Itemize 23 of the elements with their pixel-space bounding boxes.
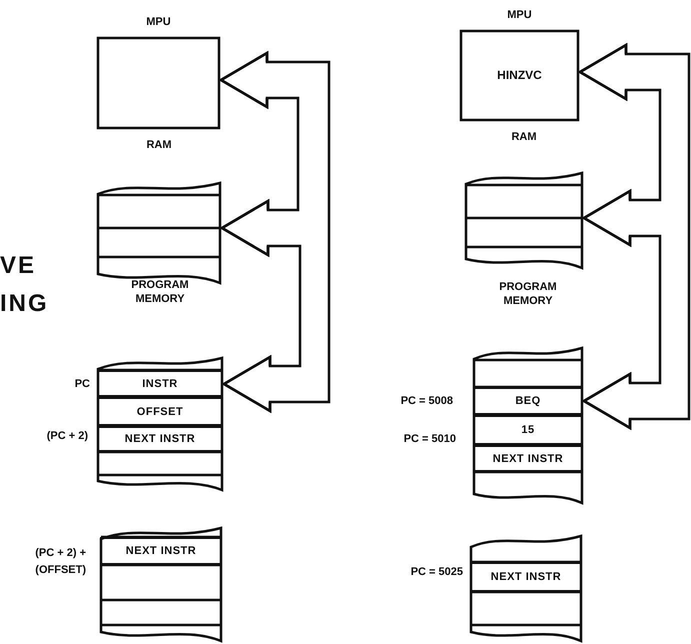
- memory-cell: NEXT INSTR: [100, 537, 222, 565]
- block-heading: PROGRAM MEMORY: [498, 280, 558, 308]
- address-label: PC = 5025: [410, 565, 463, 580]
- address-label: (PC + 2) + (OFFSET): [34, 546, 86, 578]
- block-heading: RAM: [510, 130, 538, 144]
- address-label: PC = 5010: [402, 432, 456, 447]
- title-fragment: ING: [0, 290, 49, 318]
- address-label: PC = 5008: [400, 394, 453, 409]
- block-heading: RAM: [145, 138, 173, 152]
- memory-cell: NEXT INSTR: [97, 426, 223, 452]
- memory-cell: OFFSET: [97, 397, 223, 426]
- memory-cell: NEXT INSTR: [470, 562, 582, 592]
- status-flags: HINZVC: [497, 68, 542, 82]
- block-heading: MPU: [506, 8, 533, 22]
- title-fragment: VE: [0, 252, 36, 280]
- address-label: (PC + 2): [46, 429, 88, 444]
- address-label: PC: [74, 377, 90, 392]
- memory-cell: BEQ: [473, 387, 583, 415]
- block-heading: PROGRAM MEMORY: [130, 278, 190, 306]
- memory-cell: 15: [473, 415, 583, 445]
- block-heading: MPU: [145, 15, 172, 29]
- memory-cell: NEXT INSTR: [473, 445, 583, 472]
- memory-cell: INSTR: [97, 370, 223, 397]
